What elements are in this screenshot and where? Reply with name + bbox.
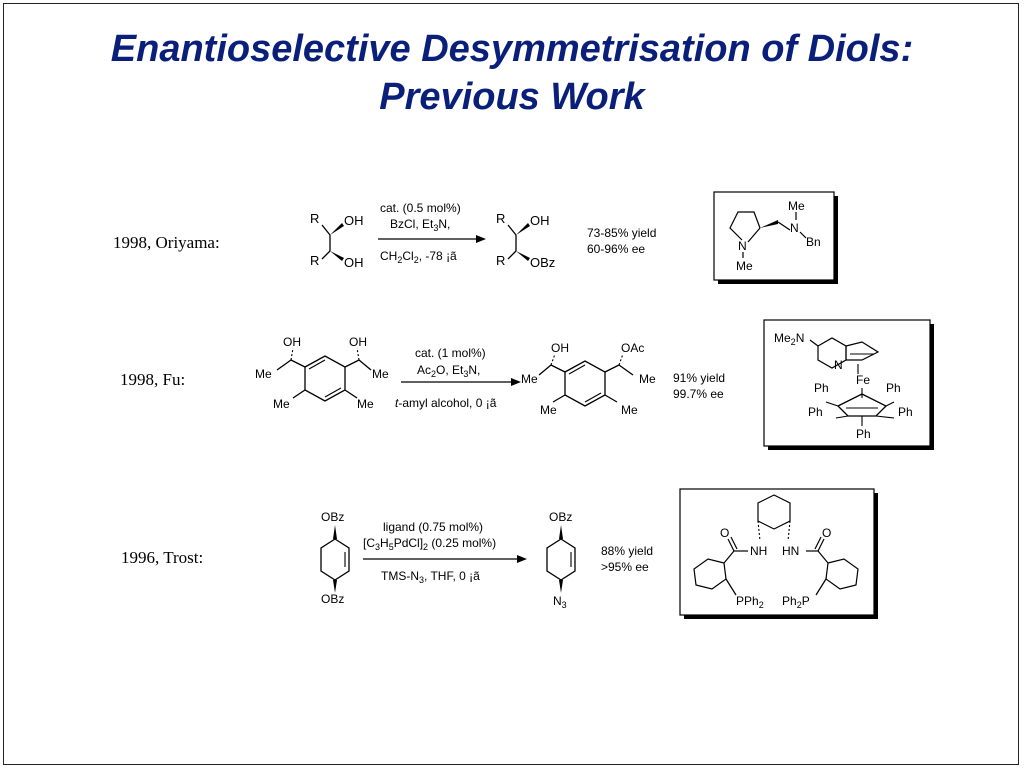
product-r-bottom: R	[496, 253, 505, 268]
fu-product-oh: OH	[551, 341, 569, 355]
trost-arrow	[363, 555, 527, 563]
fu-reagents: Ac2O, Et3N,	[417, 363, 480, 379]
trost-scheme: OBz OBz ligand (0.75 mol%) [C3H5PdCl]2 (…	[320, 510, 653, 610]
fu-catalyst-ph2: Ph	[886, 381, 901, 395]
oriyama-catalyst-box: N Me N Me Bn	[713, 191, 838, 284]
title-line-2: Previous Work	[379, 76, 645, 118]
row-label-fu: 1998, Fu:	[120, 370, 186, 389]
oriyama-ee: 60-96% ee	[587, 242, 645, 256]
fu-reactant-me4: Me	[357, 397, 374, 411]
trost-reactant-obz-top: OBz	[321, 510, 344, 524]
fu-catalyst-n-py: N	[834, 358, 843, 372]
fu-ee: 99.7% ee	[673, 387, 724, 401]
fu-product-me3: Me	[540, 403, 557, 417]
product-r-top: R	[496, 211, 505, 226]
trost-ee: >95% ee	[601, 560, 649, 574]
oriyama-cat-loading: cat. (0.5 mol%)	[380, 201, 461, 215]
fu-scheme: OH Me OH Me Me Me cat. (1 mol%) Ac2O, Et…	[255, 335, 725, 417]
product-obz-bottom: OBz	[530, 255, 555, 270]
fu-reactant-me2: Me	[372, 367, 389, 381]
fu-catalyst-fe: Fe	[856, 373, 870, 387]
fu-product: OH Me OAc Me Me Me	[521, 341, 656, 417]
reactant-r-bottom: R	[310, 253, 319, 268]
trost-ligand-ph2p: Ph2P	[782, 594, 810, 610]
trost-product: OBz N3	[546, 510, 576, 610]
trost-ligand-box: NH HN O PPh2 O Ph2P	[679, 488, 878, 619]
trost-ligand-o-left: O	[720, 526, 729, 540]
fu-catalyst-me2n: Me2N	[774, 331, 804, 347]
row-label-trost: 1996, Trost:	[121, 548, 204, 567]
fu-product-me1: Me	[521, 372, 538, 386]
trost-yield: 88% yield	[601, 544, 653, 558]
oriyama-reagents: BzCl, Et3N,	[390, 217, 450, 233]
catalyst-n-right: N	[790, 221, 799, 235]
title-line-1: Enantioselective Desymmetrisation of Dio…	[110, 28, 914, 70]
trost-product-n3: N3	[553, 594, 567, 610]
fu-reactant-oh1: OH	[283, 335, 301, 349]
reactant-oh-top: OH	[344, 213, 364, 228]
fu-reactant: OH Me OH Me Me Me	[255, 335, 389, 411]
fu-catalyst-ph5: Ph	[856, 427, 871, 441]
fu-solvent: t-amyl alcohol, 0 ¡ã	[395, 396, 497, 410]
trost-ligand-hn: HN	[782, 544, 799, 558]
row-label-oriyama: 1998, Oriyama:	[113, 233, 220, 252]
fu-reactant-oh2: OH	[349, 335, 367, 349]
catalyst-bn: Bn	[806, 235, 821, 249]
oriyama-arrow	[378, 235, 486, 243]
fu-catalyst-ph3: Ph	[808, 405, 823, 419]
trost-reactant: OBz OBz	[320, 510, 350, 606]
trost-pd-source: [C3H5PdCl]2 (0.25 mol%)	[363, 536, 496, 552]
catalyst-me-top: Me	[788, 199, 805, 213]
oriyama-product: R R OH OBz	[496, 211, 555, 270]
reactant-oh-bottom: OH	[344, 255, 364, 270]
fu-product-oac: OAc	[621, 341, 644, 355]
fu-arrow	[401, 378, 521, 386]
trost-azide: TMS-N3, THF, 0 ¡ã	[381, 569, 480, 585]
trost-reactant-obz-bottom: OBz	[321, 592, 344, 606]
trost-ligand-nh: NH	[750, 544, 767, 558]
fu-reactant-me1: Me	[255, 367, 272, 381]
catalyst-me-bottom: Me	[736, 259, 753, 273]
reactant-r-top: R	[310, 211, 319, 226]
slide-border	[3, 3, 1019, 765]
product-oh-top: OH	[530, 213, 550, 228]
fu-product-me2: Me	[639, 372, 656, 386]
fu-catalyst-box: Me2N N Fe Ph Ph Ph Ph Ph	[763, 319, 934, 450]
trost-product-obz-top: OBz	[549, 510, 572, 524]
oriyama-yield: 73-85% yield	[587, 226, 656, 240]
trost-ligand-pph2: PPh2	[736, 594, 764, 610]
oriyama-solvent: CH2Cl2, -78 ¡ã	[380, 249, 457, 265]
fu-cat-loading: cat. (1 mol%)	[415, 346, 486, 360]
fu-product-me4: Me	[621, 403, 638, 417]
oriyama-scheme: R R OH OH cat. (0.5 mol%) BzCl, Et3N, CH…	[310, 201, 656, 270]
fu-reactant-me3: Me	[273, 397, 290, 411]
fu-catalyst-ph1: Ph	[814, 381, 829, 395]
trost-ligand: ligand (0.75 mol%)	[383, 520, 483, 534]
trost-ligand-o-right: O	[822, 526, 831, 540]
oriyama-reactant: R R OH OH	[310, 211, 364, 270]
fu-catalyst-ph4: Ph	[898, 405, 913, 419]
catalyst-n-ring: N	[738, 239, 747, 253]
fu-yield: 91% yield	[673, 371, 725, 385]
